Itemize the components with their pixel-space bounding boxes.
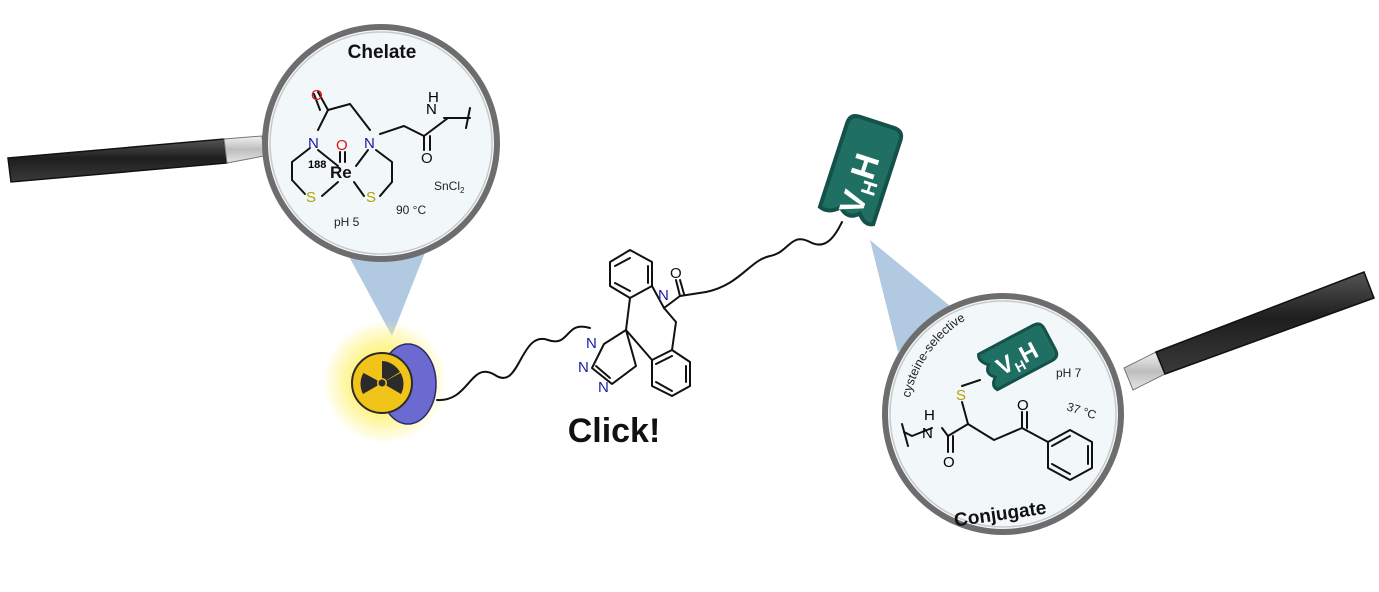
chelate-atom-o2: O: [421, 150, 433, 167]
chelate-title: Chelate: [348, 42, 417, 63]
linker-radio-to-triazole: [436, 325, 591, 402]
chelate-temperature: 90 °C: [396, 203, 426, 217]
chelate-atom-nh-n: N: [426, 101, 437, 118]
click-label: Click!: [568, 412, 661, 450]
vhh-tag: VHH: [817, 114, 904, 227]
click-atom-n1: N: [586, 335, 597, 352]
magnifier-handle-left: [7, 135, 265, 183]
click-atom-o: O: [670, 265, 682, 282]
lens-right: [882, 293, 1124, 535]
conjugate-atom-o1: O: [943, 454, 955, 471]
click-atom-n2: N: [578, 359, 589, 376]
chelate-atom-n1: N: [308, 135, 319, 152]
conjugate-ph: pH 7: [1056, 366, 1082, 380]
conjugate-atom-s: S: [956, 387, 966, 404]
click-product-structure: [591, 249, 707, 397]
conjugate-atom-n: N: [922, 425, 933, 442]
radionuclide-node: [323, 320, 447, 444]
chelate-reagent: SnCl2: [434, 179, 465, 195]
chelate-ph: pH 5: [334, 215, 360, 229]
chelate-structure: [291, 91, 471, 197]
beam-right: [870, 240, 950, 352]
chelate-atom-s1: S: [306, 189, 316, 206]
chelate-atom-nh-h: H: [428, 89, 439, 106]
conjugate-atom-o2: O: [1017, 397, 1029, 414]
chelate-atom-n2: N: [364, 135, 375, 152]
chelate-atom-s2: S: [366, 189, 376, 206]
linker-dbco-to-vhh: [705, 221, 843, 293]
magnifier-handle-right: [1123, 271, 1375, 391]
chelate-magnifier: Chelate O N O: [7, 24, 500, 336]
conjugate-magnifier: cysteine-selective VHH S H N O O pH 7: [870, 240, 1375, 535]
click-atom-n-amide: N: [658, 287, 669, 304]
chelate-isotope: 188: [308, 159, 326, 171]
conjugate-structure: [901, 379, 1093, 481]
chelate-atom-o-oxo: O: [336, 137, 348, 154]
trefoil: [360, 361, 404, 394]
vhh-tag-small: VHH: [977, 322, 1059, 392]
beam-left: [340, 240, 430, 336]
click-atom-n3: N: [598, 379, 609, 396]
chelate-metal: Re: [330, 163, 352, 182]
conjugate-atom-h: H: [924, 407, 935, 424]
lens-left: [262, 24, 500, 262]
chelate-atom-o1: O: [311, 87, 323, 104]
